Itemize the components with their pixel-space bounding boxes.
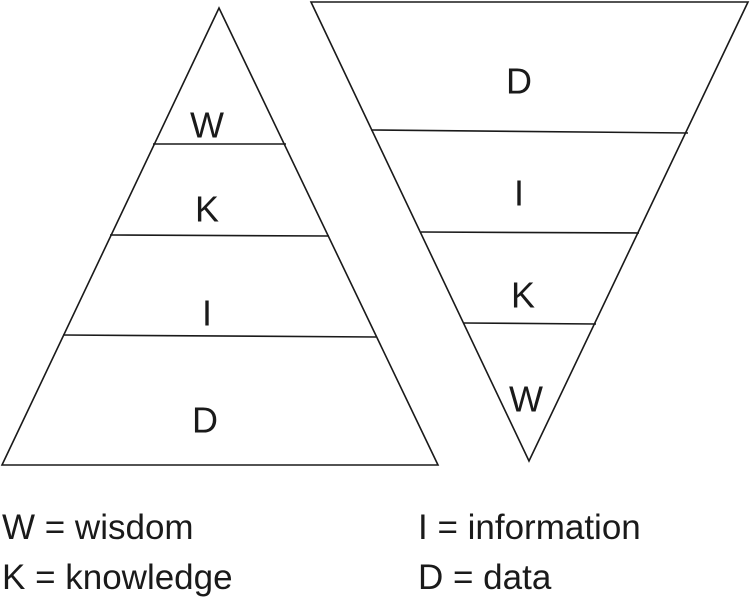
legend-information: I = information [418,508,641,547]
upright-divider-i-d [62,334,377,338]
upright-level-i: I [202,293,212,334]
legend-wisdom: W = wisdom [2,508,194,547]
inverted-level-i: I [514,173,524,214]
inverted-pyramid-outline [309,1,750,463]
upright-pyramid: W K I D [0,6,440,466]
inverted-divider-i-k [420,231,640,234]
inverted-pyramid: D I K W [309,1,750,463]
legend-knowledge: K = knowledge [2,558,233,597]
inverted-level-d: D [506,61,532,102]
upright-level-k: K [195,189,219,230]
legend-data: D = data [418,558,552,597]
inverted-level-w: W [509,379,543,420]
inverted-divider-d-i [370,129,689,134]
upright-divider-k-i [109,234,330,237]
upright-level-d: D [192,400,218,441]
inverted-level-k: K [511,275,535,316]
inverted-divider-k-w [463,322,597,325]
upright-level-w: W [190,105,224,146]
